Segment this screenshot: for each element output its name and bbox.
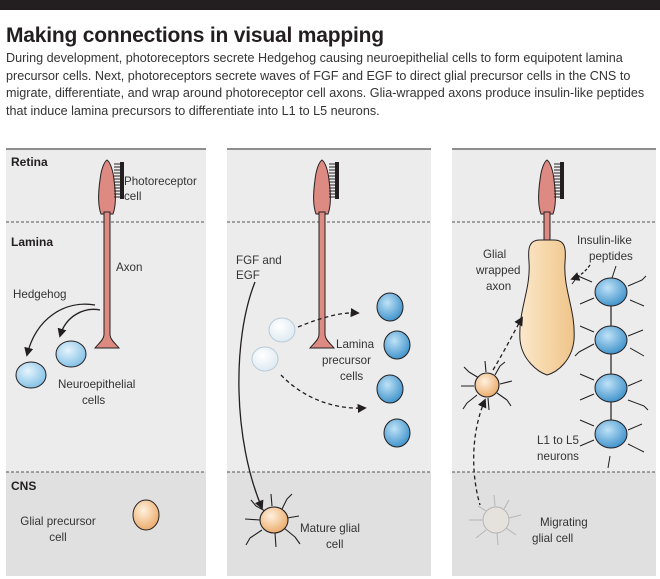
migrating-label-1: Migrating bbox=[540, 516, 588, 529]
pale-precursor-cell bbox=[251, 346, 279, 372]
photoreceptor-label-1: Photoreceptor bbox=[124, 175, 197, 188]
lamina-precursor-label-3: cells bbox=[340, 370, 363, 383]
lamina-precursor-cell bbox=[383, 418, 411, 448]
lamina-precursor-cell bbox=[376, 292, 404, 322]
insulin-label-1: Insulin-like bbox=[577, 234, 632, 247]
glial-wrapped-axon bbox=[519, 239, 575, 376]
differentiation-arrow bbox=[280, 374, 367, 413]
lamina-precursor-label-1: Lamina bbox=[336, 338, 375, 351]
glial-wrapped-label-2: wrapped bbox=[475, 264, 520, 277]
mature-glial-label-2: cell bbox=[326, 538, 343, 551]
glial-precursor-label-1: Glial precursor bbox=[20, 515, 96, 528]
insulin-arrow bbox=[570, 264, 591, 281]
lamina-precursor-cell bbox=[376, 374, 404, 404]
region-label-cns: CNS bbox=[11, 479, 36, 493]
migration-arrow-up bbox=[473, 398, 487, 506]
migrating-label-2: glial cell bbox=[532, 532, 573, 545]
mature-glial-cell bbox=[244, 493, 301, 548]
signal-label-2: EGF bbox=[236, 269, 260, 282]
l-neuron bbox=[594, 325, 628, 355]
hedgehog-arrow-1 bbox=[24, 303, 96, 357]
migration-arrow bbox=[238, 281, 264, 510]
neurons-label-2: neurons bbox=[537, 450, 579, 463]
neuroepithelial-label-1: Neuroepithelial bbox=[58, 378, 135, 391]
glial-precursor-label-2: cell bbox=[49, 531, 66, 544]
lamina-precursor-label-2: precursor bbox=[322, 354, 371, 367]
glial-wrapped-label-3: axon bbox=[486, 280, 511, 293]
glial-wrapped-label-1: Glial bbox=[483, 248, 506, 261]
neuroepithelial-cell bbox=[55, 340, 87, 368]
region-label-retina: Retina bbox=[11, 155, 48, 169]
l-neuron bbox=[594, 373, 628, 403]
region-label-lamina: Lamina bbox=[11, 235, 53, 249]
neurons-label-1: L1 to L5 bbox=[537, 434, 579, 447]
hedgehog-label: Hedgehog bbox=[13, 288, 67, 301]
axon-label: Axon bbox=[116, 261, 142, 274]
pale-precursor-cell bbox=[268, 317, 296, 343]
migrating-glial-cell-mid bbox=[461, 360, 513, 411]
migrating-glial-cell-ghost bbox=[469, 494, 522, 546]
differentiation-arrow bbox=[297, 308, 360, 328]
hedgehog-arrow-2 bbox=[57, 308, 101, 338]
neuroepithelial-cell bbox=[15, 361, 47, 389]
mature-glial-label-1: Mature glial bbox=[300, 522, 360, 535]
photoreceptor-label-2: cell bbox=[124, 190, 141, 203]
header-bar bbox=[0, 0, 660, 10]
figure-title: Making connections in visual mapping bbox=[6, 24, 384, 47]
figure-caption: During development, photoreceptors secre… bbox=[6, 51, 645, 118]
l-neuron bbox=[594, 277, 628, 307]
neuroepithelial-label-2: cells bbox=[82, 394, 105, 407]
signal-label-1: FGF and bbox=[236, 254, 282, 267]
lamina-precursor-cell bbox=[383, 330, 411, 360]
l-neuron bbox=[594, 419, 628, 449]
glial-precursor-cell bbox=[132, 499, 160, 531]
insulin-label-2: peptides bbox=[589, 250, 633, 263]
